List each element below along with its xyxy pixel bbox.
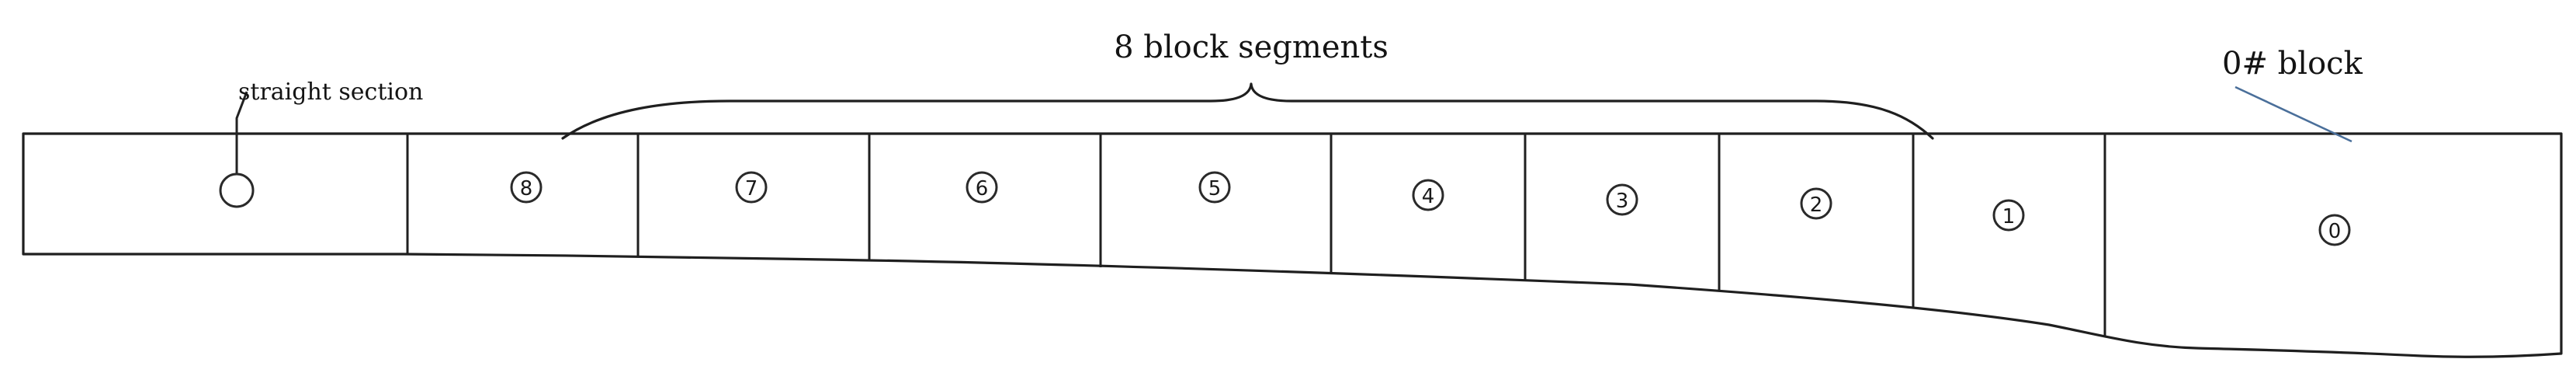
circle-2: [1800, 187, 1832, 220]
segment-5-marker: 5: [1198, 171, 1231, 204]
girder-outline: [22, 132, 2563, 358]
segment-8-marker: 8: [510, 171, 543, 204]
circle-1: [1992, 199, 2025, 232]
segment-6-marker: 6: [966, 171, 998, 204]
segment-6-label: 6: [976, 177, 989, 200]
segment-5-label: 5: [1208, 177, 1222, 200]
straight-circle: [219, 173, 255, 208]
segments-brace-label: 8 block segments: [1114, 30, 1389, 65]
circle-3: [1606, 183, 1638, 216]
zero-block-leader: [2234, 85, 2352, 143]
segment-1-marker: 1: [1992, 199, 2025, 232]
segment-7-label: 7: [745, 177, 758, 200]
segment-0-label: 0: [2328, 220, 2342, 243]
circle-5: [1198, 171, 1231, 204]
circle-0: [2318, 214, 2351, 246]
segment-0-marker: 0: [2318, 214, 2351, 246]
zero-block-label: 0# block: [2222, 46, 2363, 82]
straight-section-label: straight section: [238, 78, 423, 106]
segment-4-label: 4: [1422, 185, 1435, 208]
segment-7-marker: 7: [735, 171, 768, 204]
segment-2-label: 2: [1810, 193, 1823, 217]
circle-7: [735, 171, 768, 204]
segment-2-marker: 2: [1800, 187, 1832, 220]
segment-straight-marker: [219, 173, 255, 208]
straight-section-leader: [235, 91, 248, 174]
segment-1-label: 1: [2002, 205, 2016, 228]
circle-8: [510, 171, 543, 204]
segments-brace: [561, 82, 1934, 140]
segment-dividers: [406, 134, 2106, 336]
segment-3-marker: 3: [1606, 183, 1638, 216]
circle-6: [966, 171, 998, 204]
segment-8-label: 8: [520, 177, 533, 200]
segment-markers: 8 7 6 5 4 3 2 1: [219, 171, 2351, 246]
segment-4-marker: 4: [1412, 179, 1444, 211]
segment-3-label: 3: [1616, 190, 1629, 213]
circle-4: [1412, 179, 1444, 211]
